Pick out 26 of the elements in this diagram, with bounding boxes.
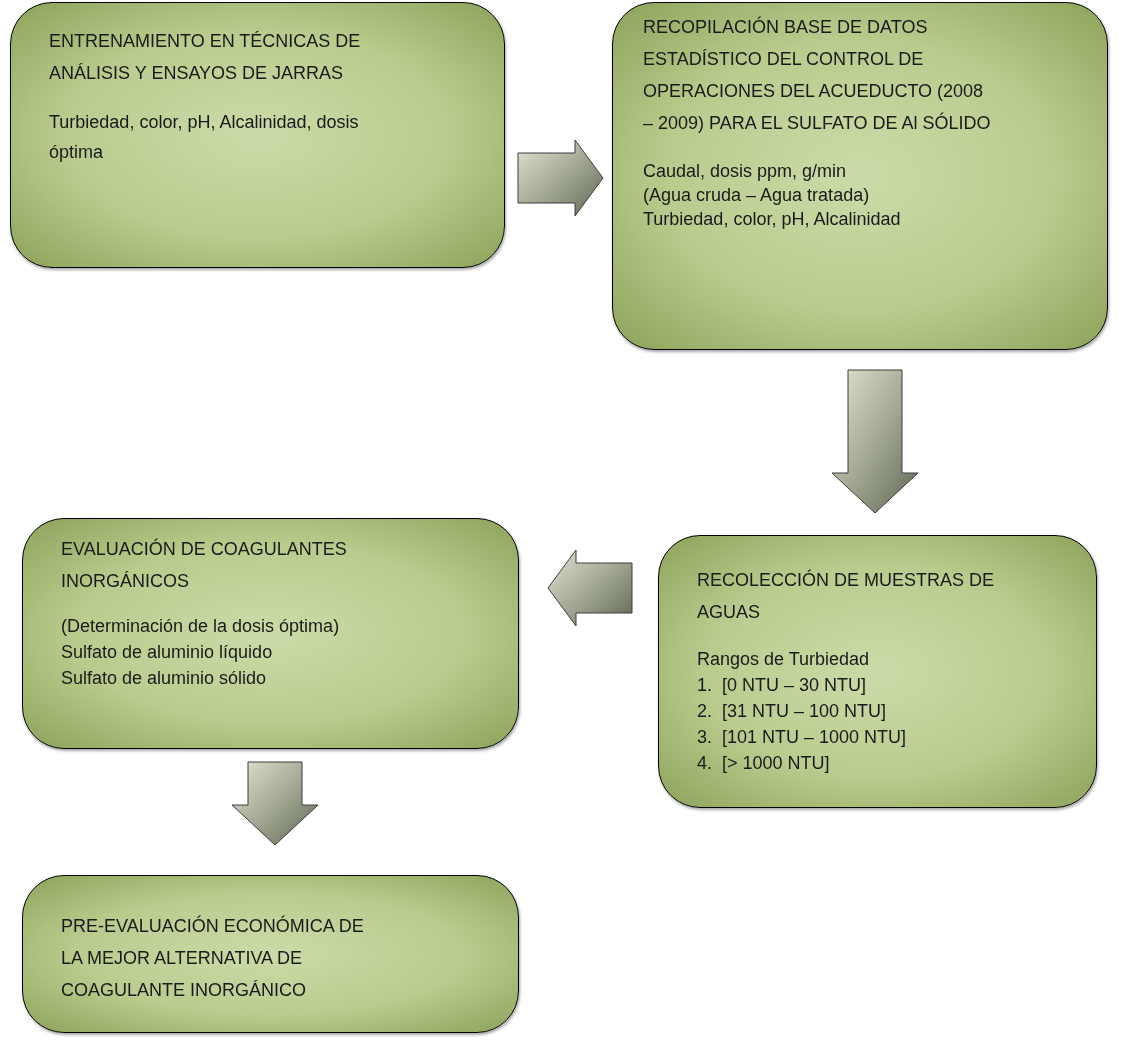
process-box <box>22 875 519 1033</box>
step-detail: 1. [0 NTU – 30 NTU] <box>697 674 867 697</box>
block-arrow <box>517 139 604 217</box>
step-heading: RECOLECCIÓN DE MUESTRAS DE AGUAS <box>697 568 996 624</box>
step-detail: 4. [> 1000 NTU] <box>697 752 830 775</box>
block-arrow <box>231 761 319 846</box>
step-heading: PRE-EVALUACIÓN ECONÓMICA DE LA MEJOR ALTERNATIVA DE COAGULANTE INORGÁNICO <box>61 914 365 1002</box>
step-detail: Turbiedad, color, pH, Alcalinidad, dosis óptima <box>49 111 360 164</box>
step-detail: Rangos de Turbiedad <box>697 648 870 671</box>
process-box <box>10 2 505 268</box>
step-detail: Sulfato de aluminio líquido <box>61 641 273 664</box>
block-arrow <box>547 549 633 627</box>
step-detail: 2. [31 NTU – 100 NTU] <box>697 700 887 723</box>
step-detail: (Agua cruda – Agua tratada) <box>643 184 870 207</box>
process-box <box>612 2 1108 350</box>
step-heading: ENTRENAMIENTO EN TÉCNICAS DE ANÁLISIS Y ENSAYOS DE JARRAS <box>49 30 362 85</box>
process-box <box>22 518 519 749</box>
step-detail: Turbiedad, color, pH, Alcalinidad <box>643 208 901 231</box>
block-arrow <box>831 369 919 514</box>
step-detail: (Determinación de la dosis óptima) <box>61 615 340 638</box>
step-detail: Caudal, dosis ppm, g/min <box>643 160 847 183</box>
step-heading: RECOPILACIÓN BASE DE DATOS ESTADÍSTICO DEL CONTROL DE OPERACIONES DEL ACUEDUCTO (2008 – 2009) PARA EL SULFATO DE Al SÓLIDO <box>643 15 992 135</box>
process-box <box>658 535 1097 808</box>
step-heading: EVALUACIÓN DE COAGULANTES INORGÁNICOS <box>61 537 348 593</box>
step-detail: Sulfato de aluminio sólido <box>61 667 267 690</box>
step-detail: 3. [101 NTU – 1000 NTU] <box>697 726 907 749</box>
